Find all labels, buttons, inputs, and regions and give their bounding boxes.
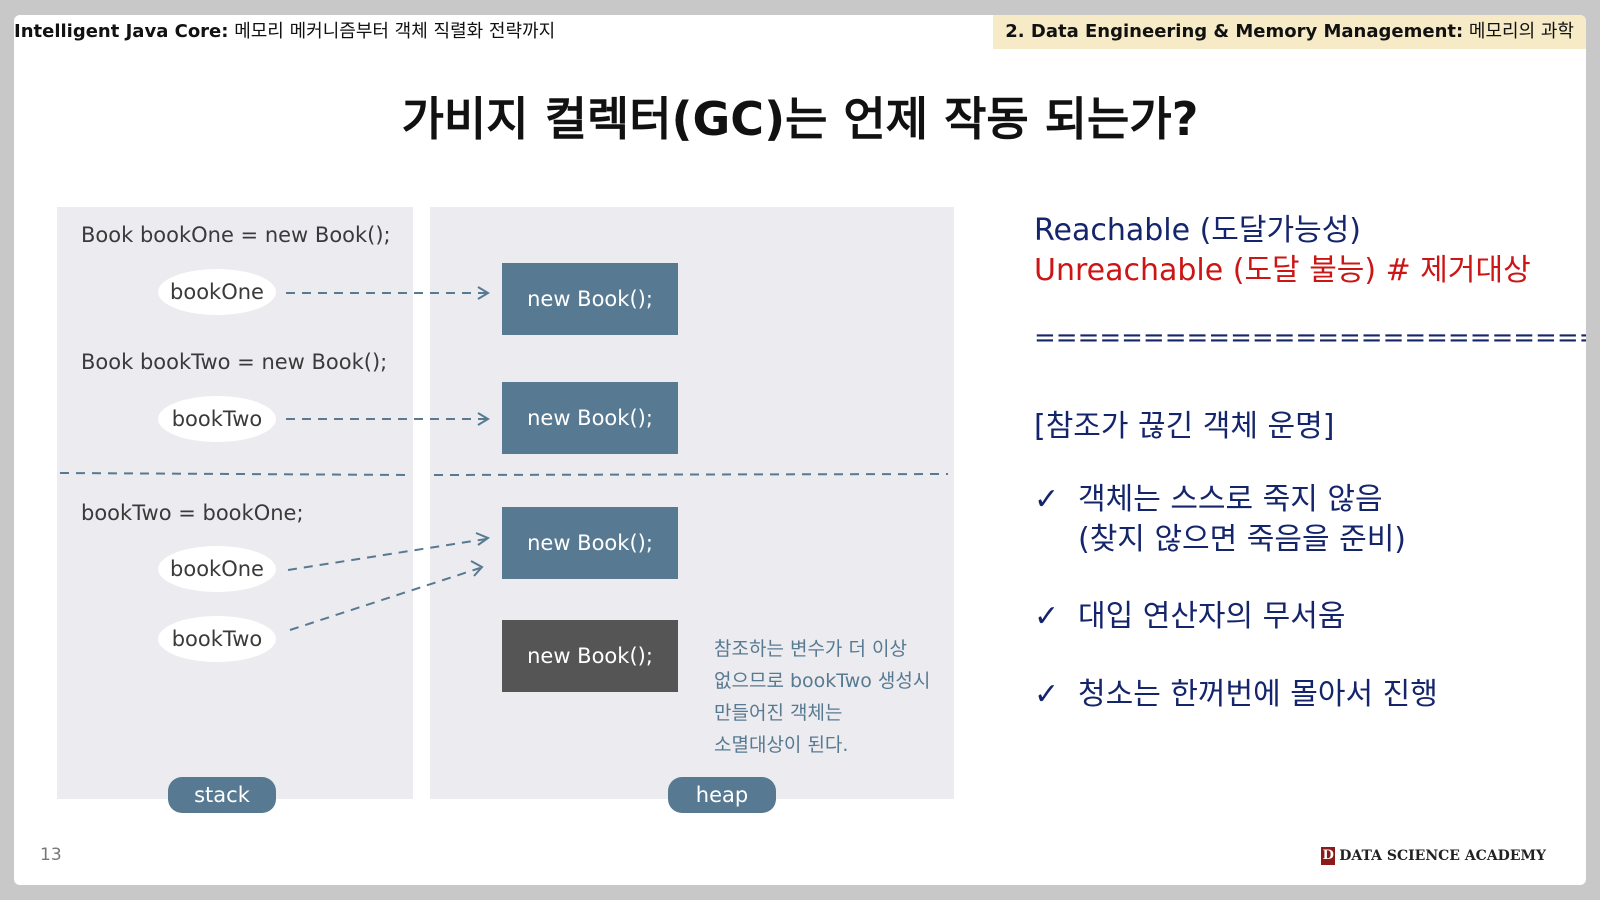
arrowhead-4 (470, 560, 484, 577)
check-item-2: ✓ 대입 연산자의 무서움 (1034, 597, 1345, 637)
heap-object-3: new Book(); (502, 507, 678, 579)
logo-icon: D (1321, 847, 1336, 865)
arrowhead-1 (477, 286, 490, 300)
logo-text: DATA SCIENCE ACADEMY (1339, 848, 1546, 864)
heap-object-1: new Book(); (502, 263, 678, 335)
header-left: Intelligent Java Core: 메모리 메커니즘부터 객체 직렬화… (14, 15, 555, 49)
heap-label: heap (668, 777, 776, 813)
gc-note-line-4: 소멸대상이 된다. (714, 734, 849, 756)
arrowhead-3 (475, 532, 491, 546)
header-left-text: 메모리 메커니즘부터 객체 직렬화 전략까지 (228, 21, 556, 42)
gc-note-line-1: 참조하는 변수가 더 이상 (714, 638, 907, 660)
page-number: 13 (40, 845, 62, 865)
divider-dashed-right (433, 473, 949, 476)
check-item-3: ✓ 청소는 한꺼번에 몰아서 진행 (1034, 675, 1438, 715)
check-item-2-line1: 대입 연산자의 무서움 (1078, 599, 1346, 634)
section-heading: [참조가 끊긴 객체 운명] (1034, 409, 1335, 444)
header-left-bold: Intelligent Java Core: (14, 21, 229, 42)
header-right-text: 메모리의 과학 (1463, 21, 1574, 42)
check-item-3-line1: 청소는 한꺼번에 몰아서 진행 (1078, 677, 1438, 712)
gc-note-line-3: 만들어진 객체는 (714, 702, 843, 724)
check-item-1: ✓ 객체는 스스로 죽지 않음 (찾지 않으면 죽음을 준비) (1034, 480, 1406, 560)
code-line-2: Book bookTwo = new Book(); (81, 350, 388, 374)
var-bubble-booktwo-2: bookTwo (158, 616, 276, 662)
var-bubble-bookone-2: bookOne (158, 546, 276, 592)
gc-note: 참조하는 변수가 더 이상 없으므로 bookTwo 생성시 만들어진 객체는 … (714, 633, 974, 761)
slide: Intelligent Java Core: 메모리 메커니즘부터 객체 직렬화… (14, 15, 1586, 885)
var-bubble-bookone-1: bookOne (158, 269, 276, 315)
stack-label: stack (168, 777, 276, 813)
check-icon: ✓ (1034, 599, 1060, 634)
header-right: 2. Data Engineering & Memory Management:… (993, 15, 1586, 49)
code-line-3: bookTwo = bookOne; (81, 501, 304, 525)
var-bubble-booktwo-1: bookTwo (158, 396, 276, 442)
header-right-bold: 2. Data Engineering & Memory Management: (1005, 21, 1464, 42)
diagram-arrows (59, 286, 949, 631)
arrow-booktwo-2 (289, 567, 481, 631)
heap-object-dead: new Book(); (502, 620, 678, 692)
check-item-1-line2: (찾지 않으면 죽음을 준비) (1078, 522, 1407, 557)
divider-text: ============================== (1034, 323, 1586, 353)
slide-title: 가비지 컬렉터(GC)는 언제 작동 되는가? (401, 92, 1199, 146)
arrowhead-2 (477, 412, 490, 426)
gc-note-line-2: 없으므로 bookTwo 생성시 (714, 670, 931, 692)
check-icon: ✓ (1034, 677, 1060, 712)
check-item-1-line1: 객체는 스스로 죽지 않음 (1078, 482, 1383, 517)
unreachable-text: Unreachable (도달 불능) # 제거대상 (1034, 253, 1531, 288)
arrow-bookone-2 (287, 538, 487, 571)
reachable-text: Reachable (도달가능성) (1034, 213, 1362, 248)
divider-dashed-left (59, 472, 411, 476)
code-line-1: Book bookOne = new Book(); (81, 223, 391, 247)
check-icon: ✓ (1034, 482, 1060, 517)
heap-object-2: new Book(); (502, 382, 678, 454)
